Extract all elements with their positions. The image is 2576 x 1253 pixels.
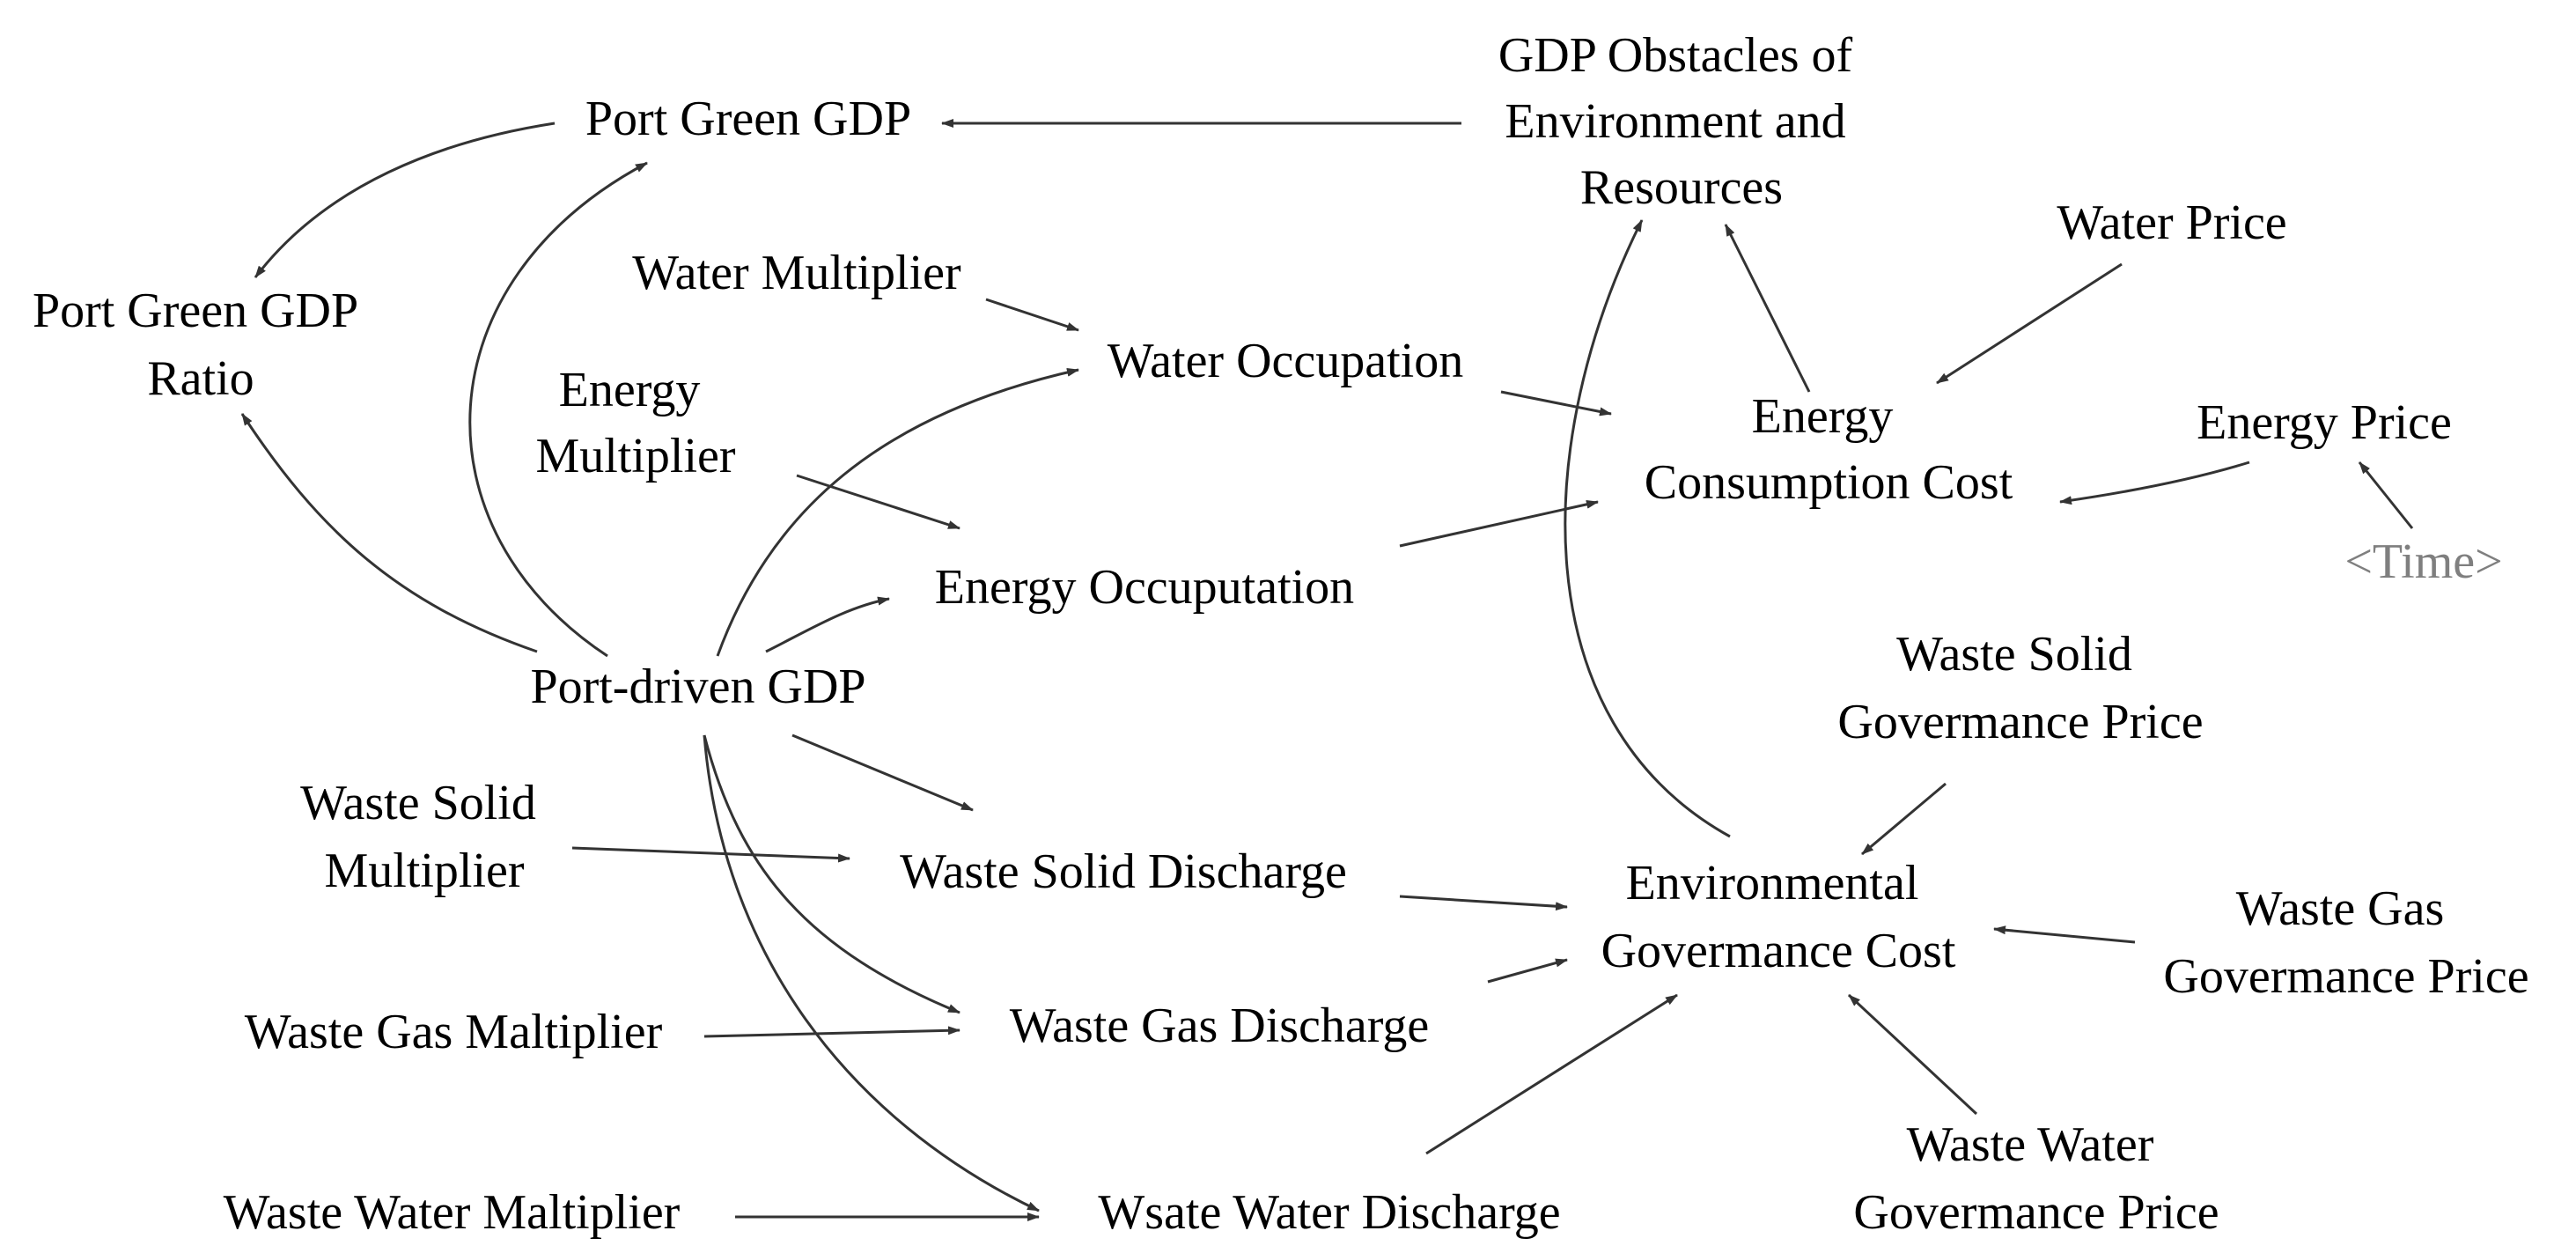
node-port-driven-gdp: Port-driven GDP [530, 660, 865, 714]
node-waste-water-multiplier: Waste Water Maltiplier [224, 1185, 681, 1240]
link-waste-solid-governance-price-to-environmental-governance-cost [1861, 782, 1947, 856]
link-energy-multiplier-to-energy-occupation [796, 474, 960, 530]
node-waste-water-governance-price: Waste Water Govermance Price [1853, 1117, 2219, 1240]
node-time-shadow: <Time> [2344, 534, 2502, 589]
link-energy-consumption-cost-to-gdp-obstacles [1724, 224, 1811, 393]
variables: Port Green GDP GDP Obstacles of Environm… [33, 28, 2529, 1240]
node-water-price: Water Price [2057, 195, 2286, 250]
node-energy-consumption-cost: Energy Consumption Cost [1645, 389, 2013, 510]
link-water-multiplier-to-water-occupation [985, 298, 1079, 332]
link-port-driven-gdp-to-waste-gas-discharge [703, 734, 960, 1014]
node-energy-multiplier: Energy Multiplier [535, 363, 735, 483]
link-port-green-gdp-to-ratio [254, 122, 556, 278]
link-water-price-to-energy-consumption-cost [1936, 262, 2123, 385]
link-environmental-governance-cost-to-gdp-obstacles [1564, 219, 1731, 838]
node-energy-occupation: Energy Occuputation [935, 560, 1354, 615]
causal-links [240, 119, 2414, 1221]
link-port-driven-gdp-to-port-green-gdp [468, 161, 648, 658]
node-waste-gas-multiplier: Waste Gas Maltiplier [245, 1005, 663, 1059]
link-port-driven-gdp-to-ratio [240, 413, 538, 653]
link-port-driven-gdp-to-energy-occupation [765, 596, 890, 653]
node-waste-water-discharge: Wsate Water Discharge [1098, 1185, 1560, 1240]
node-gdp-obstacles: GDP Obstacles of Environment and Resourc… [1498, 28, 1865, 215]
node-waste-gas-discharge: Waste Gas Discharge [1010, 999, 1430, 1053]
link-waste-gas-discharge-to-environmental-governance-cost [1487, 958, 1568, 984]
node-environmental-governance-cost: Environmental Govermance Cost [1601, 856, 1956, 978]
link-time-to-energy-price [2358, 461, 2414, 529]
link-port-driven-gdp-to-water-occupation [716, 367, 1079, 657]
link-waste-gas-multiplier-to-waste-gas-discharge [703, 1026, 960, 1038]
node-waste-solid-multiplier: Waste Solid Multiplier [300, 776, 548, 898]
node-waste-gas-governance-price: Waste Gas Govermance Price [2163, 881, 2528, 1004]
link-waste-solid-discharge-to-environmental-governance-cost [1399, 895, 1568, 911]
link-waste-water-governance-price-to-environmental-governance-cost [1847, 993, 1978, 1116]
node-waste-solid-discharge: Waste Solid Discharge [900, 844, 1347, 899]
node-energy-price: Energy Price [2197, 395, 2452, 450]
node-water-occupation: Water Occupation [1108, 334, 1463, 388]
node-water-multiplier: Water Multiplier [632, 246, 961, 300]
link-energy-price-to-energy-consumption-cost [2059, 461, 2250, 505]
link-waste-water-discharge-to-environmental-governance-cost [1425, 993, 1678, 1155]
link-port-driven-gdp-to-waste-water-discharge [703, 734, 1040, 1212]
link-waste-gas-governance-price-to-environmental-governance-cost [1993, 925, 2136, 944]
link-port-driven-gdp-to-waste-solid-discharge [791, 733, 974, 812]
node-port-green-gdp: Port Green GDP [585, 92, 911, 146]
node-waste-solid-governance-price: Waste Solid Govermance Price [1837, 627, 2203, 749]
link-waste-solid-multiplier-to-waste-solid-discharge [571, 846, 850, 863]
link-water-occupation-to-energy-consumption-cost [1500, 390, 1612, 416]
node-port-green-gdp-ratio: Port Green GDP Ratio [33, 284, 369, 406]
link-energy-occupation-to-energy-consumption-cost [1399, 499, 1599, 548]
